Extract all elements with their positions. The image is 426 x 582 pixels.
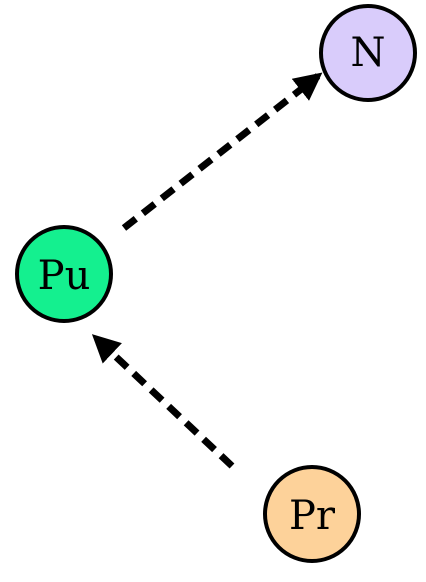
node-pu[interactable]: Pu [15,225,113,323]
edge-pr-to-pu [91,334,235,469]
edge-pu-to-n [121,72,323,231]
node-n-label: N [351,30,386,76]
node-pu-circle [15,225,113,323]
node-pr[interactable]: Pr [263,465,361,563]
node-pr-circle [263,465,361,563]
node-n-circle [319,4,417,102]
node-pr-label: Pr [289,493,336,539]
node-pu-label: Pu [38,253,91,299]
node-n[interactable]: N [319,4,417,102]
